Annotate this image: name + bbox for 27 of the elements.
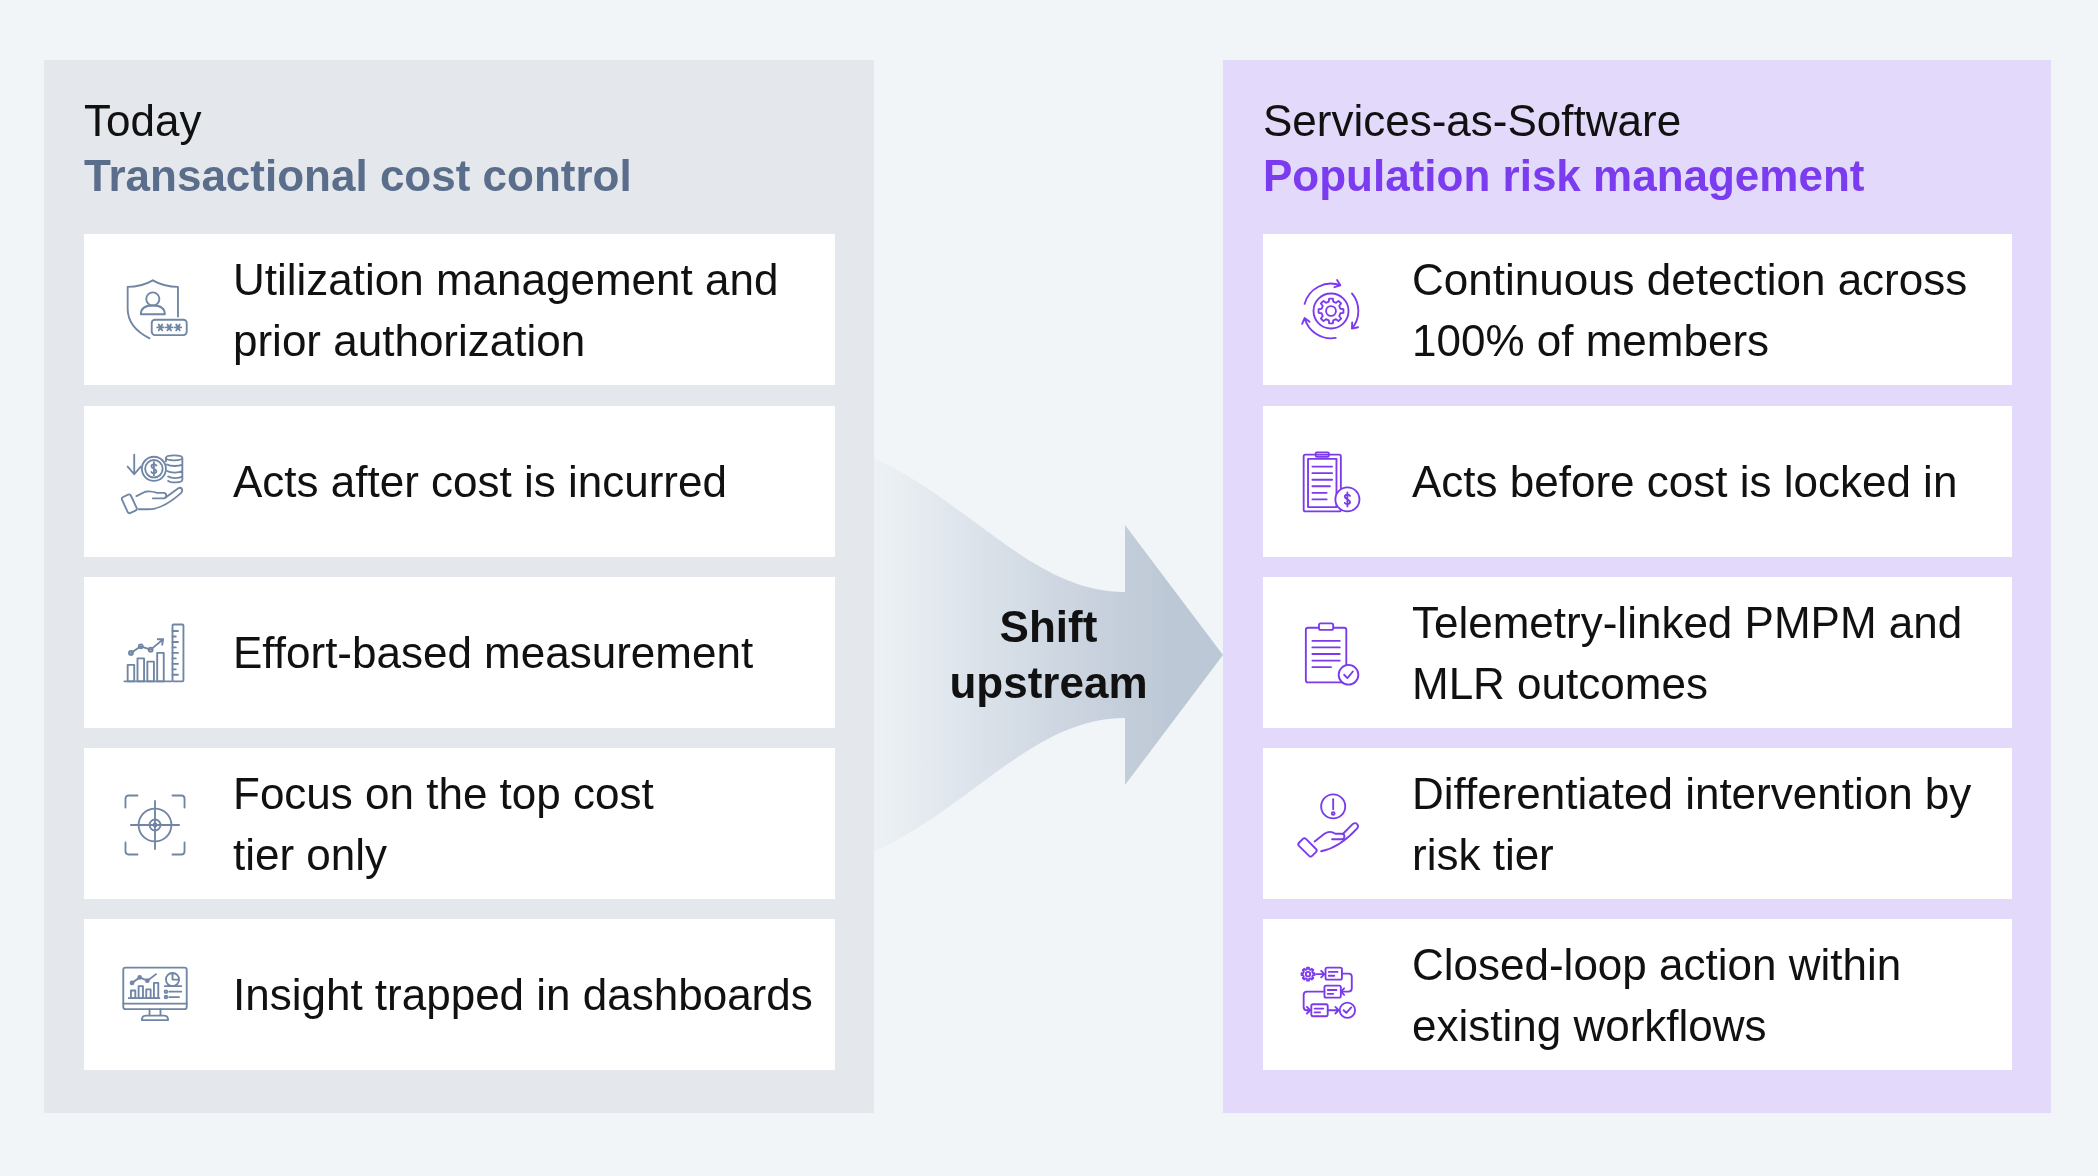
item-text: Telemetry-linked PMPM and MLR outcomes — [1412, 596, 1964, 710]
item-text: Effort-based measurement — [233, 627, 754, 679]
item-card — [1263, 577, 2012, 728]
item-card — [84, 919, 835, 1070]
item-text: Differentiated intervention by risk tier — [1412, 767, 1973, 881]
item-text: Continuous detection across 100% of members — [1412, 253, 1969, 367]
panel-label: Today — [84, 95, 202, 147]
item-card — [1263, 748, 2012, 899]
item-card — [84, 748, 835, 899]
item-text: Acts after cost is incurred — [233, 456, 727, 508]
panel-title: Population risk management — [1263, 150, 1865, 202]
column-panel — [1223, 60, 2051, 1113]
item-text: Insight trapped in dashboards — [233, 969, 813, 1021]
item-card — [1263, 234, 2012, 385]
column-panel — [44, 60, 874, 1113]
item-text: Closed-loop action within existing workflows — [1412, 938, 1903, 1052]
item-text: Acts before cost is locked in — [1412, 456, 1958, 508]
item-text: Utilization management and prior authorization — [233, 253, 780, 367]
item-card — [1263, 406, 2012, 557]
item-card — [84, 234, 835, 385]
item-card — [1263, 919, 2012, 1070]
item-text: Focus on the top cost tier only — [233, 767, 655, 881]
item-card — [84, 577, 835, 728]
edge-label: Shift upstream — [948, 601, 1149, 709]
panel-title: Transactional cost control — [84, 150, 632, 202]
panel-label: Services-as-Software — [1263, 95, 1682, 147]
item-card — [84, 406, 835, 557]
